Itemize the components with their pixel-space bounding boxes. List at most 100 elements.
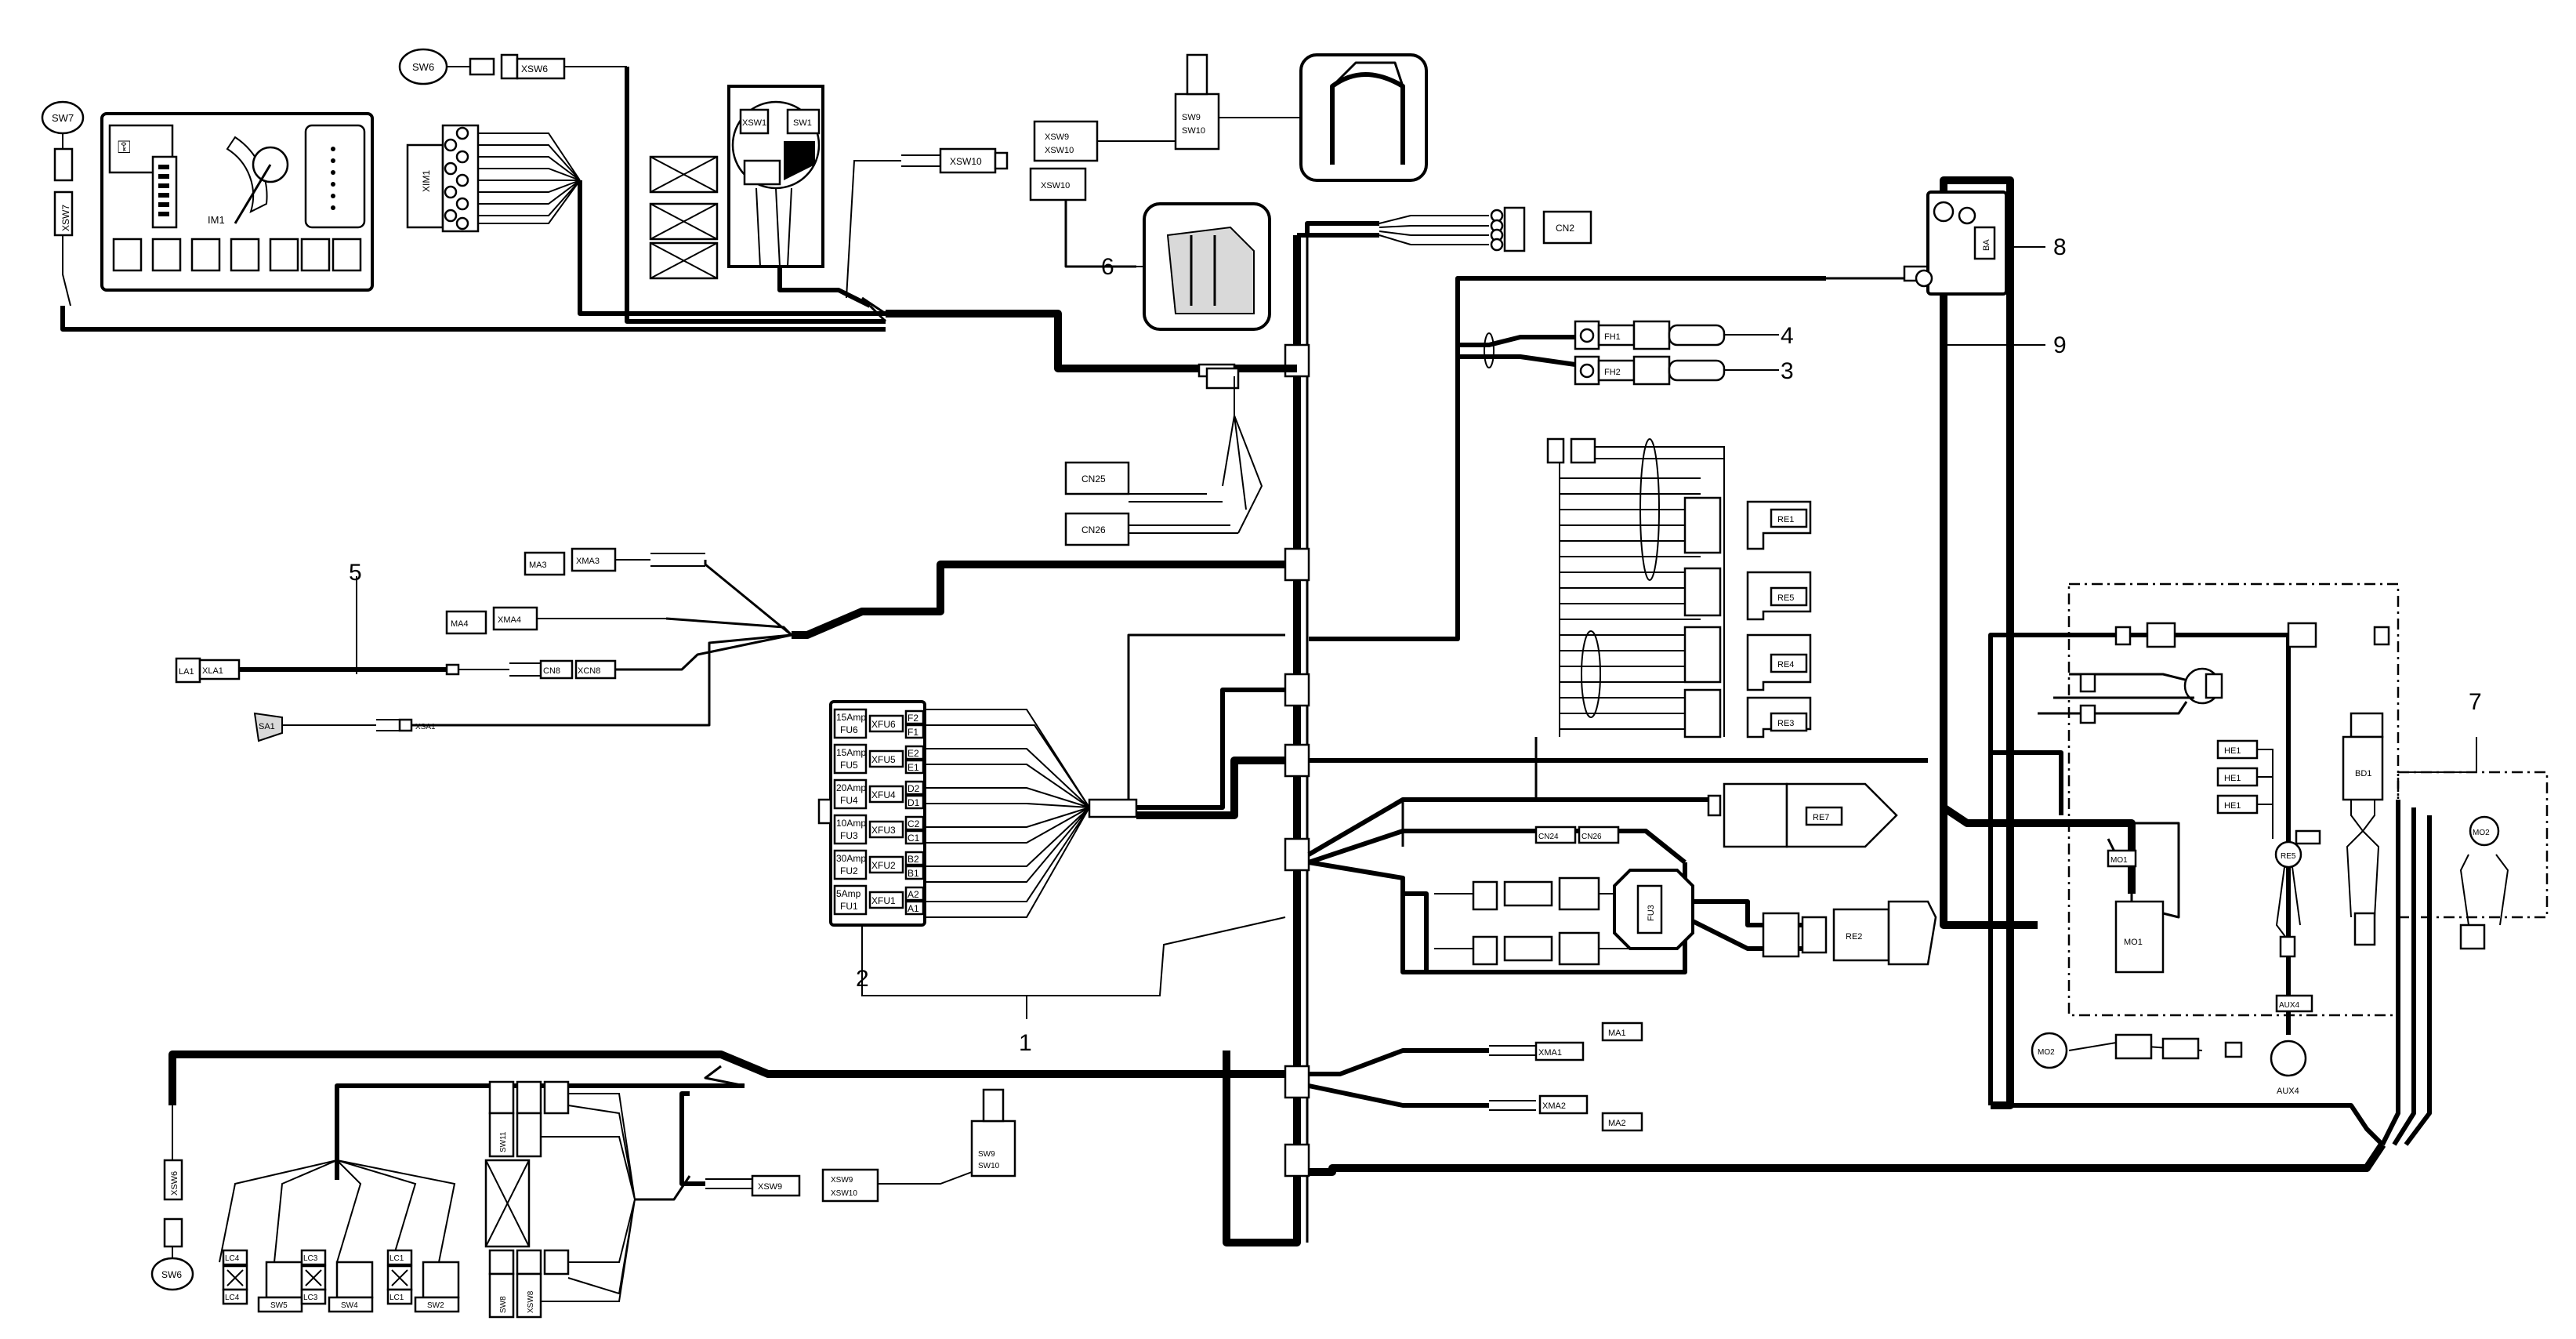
bottom-left-harness: XSW6 SW6 LC4 LC4 SW5 LC3 LC3 SW4 [150, 1051, 1285, 1319]
callout-3: 3 [1781, 358, 1794, 384]
lc3-sw4-pair: LC3 LC3 SW4 [300, 1249, 374, 1313]
fu3-label: FU3 [1647, 905, 1656, 921]
fuse-connector: XFU3 [871, 825, 896, 836]
xlc3-label: LC3 [303, 1254, 318, 1263]
fuse-rating: 20Amp [836, 782, 866, 793]
fuse-connector: XFU6 [871, 719, 896, 730]
ma1-label: MA1 [1608, 1029, 1626, 1038]
sw1-key-switch: XSW1 SW1 [727, 85, 871, 308]
xma1-label: XMA1 [1538, 1048, 1562, 1058]
fuse-pin: D2 [908, 783, 920, 794]
callout-7: 7 [2469, 689, 2482, 715]
mo1-label: MO1 [2124, 938, 2143, 947]
cn2-connector: CN2 [1379, 206, 1592, 252]
sw6-bot-label: SW6 [161, 1269, 182, 1280]
callout-6: 6 [1101, 254, 1114, 280]
cn25-cn26-group: CN25 CN26 [1064, 367, 1263, 546]
ma4-label: MA4 [451, 619, 469, 629]
fuse-pin: A2 [908, 889, 919, 900]
ma3-label: MA3 [529, 561, 547, 570]
ma1-ma2-harness: XMA1 MA1 XMA2 MA2 [1308, 1021, 1643, 1132]
xsw1-label: XSW1 [742, 118, 766, 128]
fuse-name: FU3 [840, 830, 858, 841]
sw2-label: SW2 [427, 1301, 444, 1310]
fuse-pin: A1 [908, 903, 919, 914]
lc1-sw2-pair: LC1 LC1 SW2 [386, 1249, 460, 1313]
la1-label: LA1 [179, 667, 194, 677]
xim1-connector: XIM1 [406, 124, 886, 316]
alternator-block: HE1 HE1 HE1 BD1 RE5 MO1 MO1 MO2 MO2 [1988, 582, 2549, 1105]
xsw10-top-connector: XSW10 [846, 147, 1009, 299]
fuse-connector: XFU4 [871, 789, 896, 800]
ma3-ma4-la1-harness: MA3 XMA3 MA4 XMA4 LA1 XLA1 CN8 XCN8 SA1 … [175, 547, 1285, 742]
he1-a-label: HE1 [2224, 746, 2241, 756]
battery-block: BA [1826, 176, 2136, 1109]
cab-icon [1136, 202, 1271, 331]
lc4-sw5-pair: LC4 LC4 SW5 [222, 1249, 303, 1313]
callout-4: 4 [1781, 323, 1794, 349]
fuse-rating: 10Amp [836, 818, 866, 829]
fh2-label: FH2 [1604, 368, 1621, 377]
fuse-pin: B2 [908, 854, 919, 865]
im1-instrument-panel: ⚿ IM1 [100, 112, 374, 292]
im1-label: IM1 [208, 214, 225, 226]
re4-label: RE4 [1777, 660, 1794, 670]
fuse-rating: 15Amp [836, 712, 866, 723]
re-label-alt: RE5 [2281, 852, 2296, 861]
relay-sockets [1683, 496, 1722, 738]
svg-text:⚿: ⚿ [118, 137, 131, 157]
cn26-label: CN26 [1081, 524, 1106, 535]
xla1-label: XLA1 [202, 666, 223, 676]
relays: RE1 RE5 RE4 RE3 [1746, 500, 1812, 738]
xcn8-label: XCN8 [578, 666, 600, 676]
cn24-label: CN24 [1538, 833, 1559, 841]
lc1-label: LC1 [389, 1294, 404, 1302]
relay-group: RE1 RE5 RE4 RE3 [1309, 437, 1928, 847]
he1-c-label: HE1 [2224, 801, 2241, 811]
xsw9-top-label: XSW9 [1045, 132, 1069, 142]
fh1-label: FH1 [1604, 332, 1621, 342]
xsw8-label: XSW8 [527, 1290, 535, 1313]
xsw7-label: XSW7 [60, 205, 71, 231]
fuse-pin: E2 [908, 748, 919, 759]
callout-numbers: 1 2 3 4 5 6 7 8 9 [349, 234, 2482, 1056]
xsw6-bot-label: XSW6 [170, 1171, 179, 1196]
callout-8: 8 [2053, 234, 2067, 260]
fuse-pin: C2 [908, 818, 920, 829]
re1-label: RE1 [1777, 515, 1794, 524]
xsw10b-label: XSW10 [1045, 146, 1074, 155]
cn26b-label: CN26 [1581, 833, 1602, 841]
fuse-name: FU1 [840, 901, 858, 912]
sw6-top-label: SW6 [412, 61, 434, 73]
xsw10d-label: XSW10 [831, 1189, 857, 1198]
xma2-label: XMA2 [1542, 1101, 1566, 1111]
re5-label: RE5 [1777, 593, 1794, 603]
sw9-bottom-assembly: XSW9 XSW9 XSW10 SW9 SW10 [679, 1088, 1016, 1203]
mo1b-label: MO1 [2110, 856, 2128, 865]
fuse-name: FU6 [840, 724, 858, 735]
sw11-sw8-column: SW11 SW8 XSW8 [484, 1080, 691, 1319]
re7-label: RE7 [1813, 813, 1829, 822]
aux4-label: AUX4 [2277, 1087, 2299, 1096]
fuse-pin: F1 [908, 727, 918, 738]
blank-positions [649, 155, 719, 280]
mo2-label: MO2 [2473, 829, 2490, 837]
sw4-label: SW4 [341, 1301, 358, 1310]
re2-label: RE2 [1846, 932, 1862, 942]
fuse-pin: E1 [908, 762, 919, 773]
xsw9b-label: XSW9 [831, 1176, 853, 1185]
xma3-label: XMA3 [576, 557, 600, 566]
fuse-name: FU2 [840, 865, 858, 876]
sw9-bot-label: SW9 [978, 1150, 995, 1159]
fh1-fh2-connectors: FH1 FH2 [1309, 276, 1826, 641]
sa1-label: SA1 [259, 722, 275, 731]
callout-9: 9 [2053, 332, 2067, 358]
xlc1-label: LC1 [389, 1254, 404, 1263]
sw6-top-switch: SW6 XSW6 [398, 48, 886, 324]
fuse-pin: C1 [908, 833, 920, 844]
